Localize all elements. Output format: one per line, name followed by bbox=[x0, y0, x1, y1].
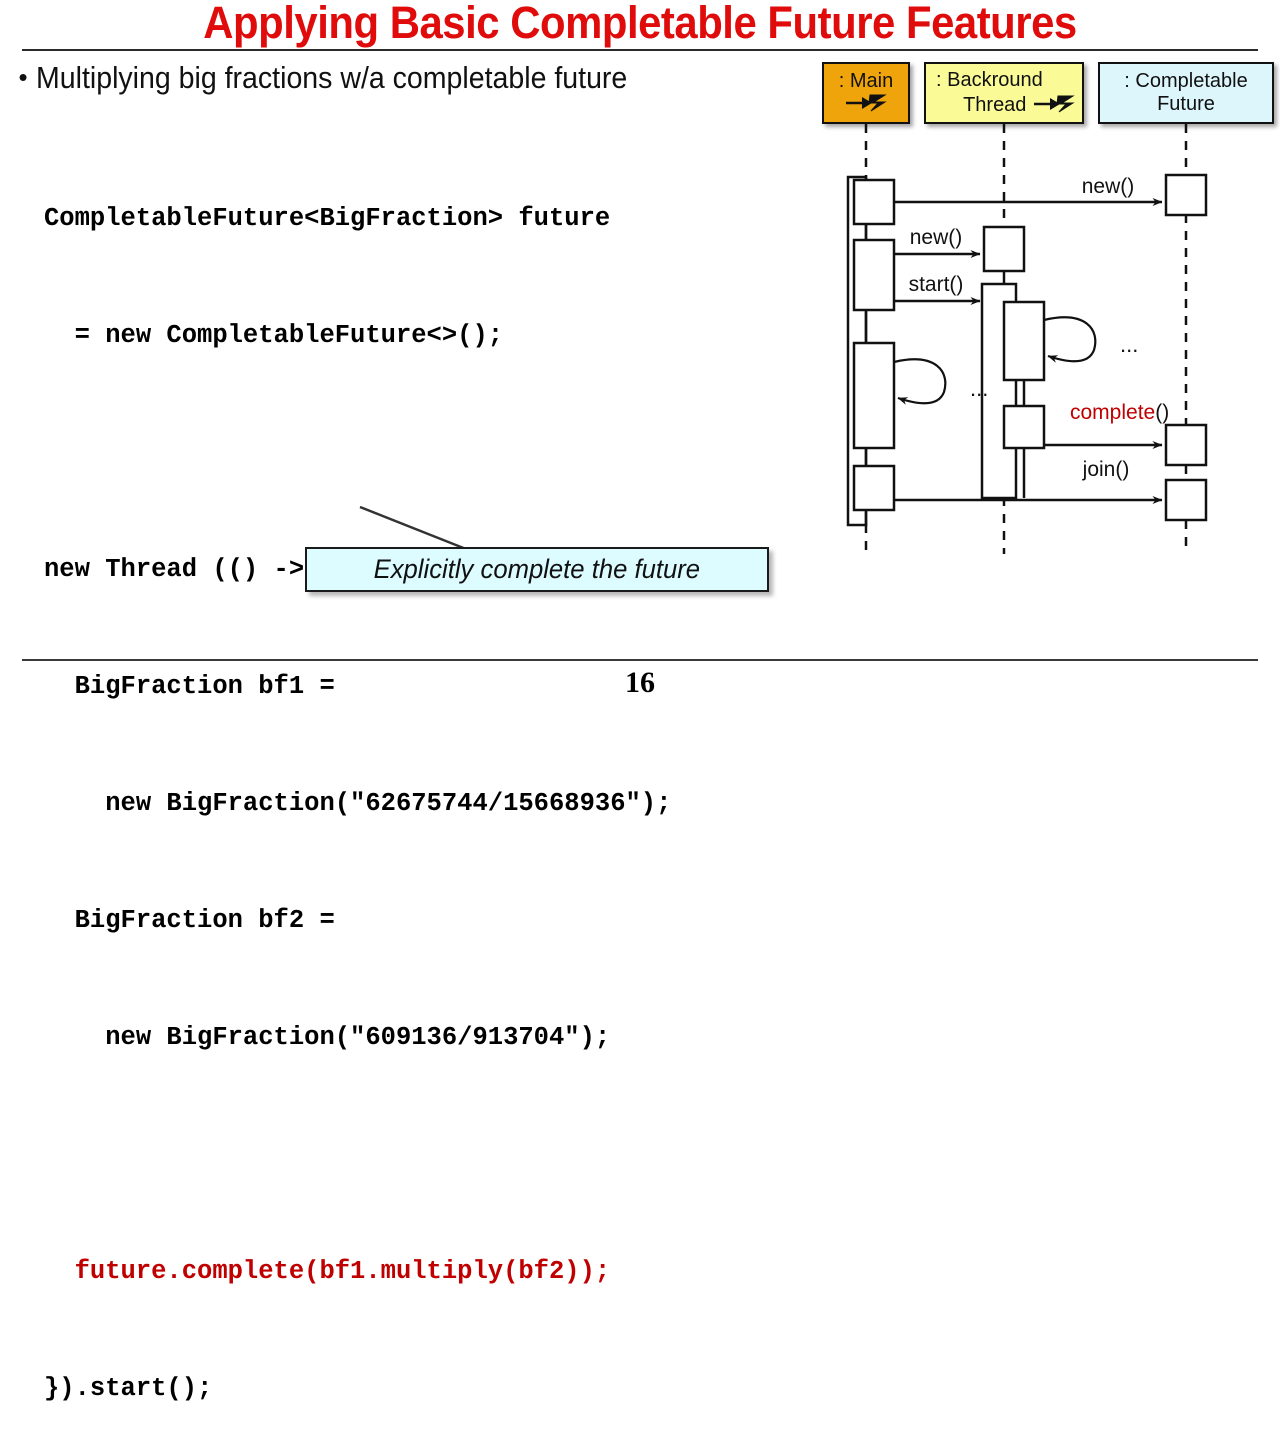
message-label-new-cf: new() bbox=[1082, 175, 1135, 198]
lifeline-header-main: : Main bbox=[822, 62, 910, 124]
code-line: new BigFraction("609136/913704"); bbox=[44, 1023, 611, 1052]
lifeline-label-background-1: : Backround bbox=[936, 69, 1043, 91]
callout-text: Explicitly complete the future bbox=[373, 554, 701, 584]
lifeline-label-cf-1: : Completable bbox=[1124, 70, 1248, 92]
bullet-line: • Multiplying big fractions w/a completab… bbox=[10, 60, 820, 96]
footer-divider bbox=[22, 659, 1258, 661]
sequence-diagram: : Main : Backround Thread : bbox=[818, 62, 1278, 557]
thread-arrow-icon bbox=[1026, 94, 1076, 116]
title-divider bbox=[22, 49, 1258, 51]
lifeline-header-background-thread: : Backround Thread bbox=[924, 62, 1084, 124]
code-line-blank bbox=[44, 433, 809, 472]
code-line: BigFraction bf2 = bbox=[44, 906, 335, 935]
code-line: new BigFraction("62675744/15668936"); bbox=[44, 789, 672, 818]
code-line: CompletableFuture<BigFraction> future bbox=[44, 204, 611, 233]
code-block: CompletableFuture<BigFraction> future = … bbox=[44, 121, 809, 1440]
self-call-ellipsis-main: ... bbox=[970, 376, 988, 401]
self-call-ellipsis-bg: ... bbox=[1120, 332, 1138, 357]
lifeline-label-cf-2: Future bbox=[1157, 93, 1215, 115]
code-line: }).start(); bbox=[44, 1374, 213, 1403]
sequence-diagram-canvas: new() new() start() ... ... complete() j… bbox=[846, 124, 1208, 554]
bullet-dot-icon: • bbox=[18, 62, 28, 92]
message-label-start: start() bbox=[909, 273, 964, 296]
bullet-text: Multiplying big fractions w/a completabl… bbox=[36, 60, 628, 95]
callout-box: Explicitly complete the future bbox=[305, 547, 769, 592]
code-line: BigFraction bf1 = bbox=[44, 672, 335, 701]
thread-arrow-icon bbox=[844, 91, 888, 116]
message-label-new-bg: new() bbox=[910, 226, 963, 249]
code-line-highlighted: future.complete(bf1.multiply(bf2)); bbox=[44, 1257, 611, 1286]
lifeline-label-background-2: Thread bbox=[963, 92, 1076, 117]
message-label-complete: complete() bbox=[1070, 401, 1169, 424]
page-number: 16 bbox=[625, 666, 655, 699]
page-title: Applying Basic Completable Future Featur… bbox=[203, 0, 1077, 48]
lifeline-label-main: : Main bbox=[838, 70, 894, 92]
slide-canvas: Applying Basic Completable Future Featur… bbox=[10, 0, 1278, 1403]
lifeline-header-completable-future: : Completable Future bbox=[1098, 62, 1274, 124]
code-line-blank bbox=[44, 1135, 809, 1174]
code-line: = new CompletableFuture<>(); bbox=[44, 321, 504, 350]
message-label-join: join() bbox=[1082, 458, 1130, 481]
